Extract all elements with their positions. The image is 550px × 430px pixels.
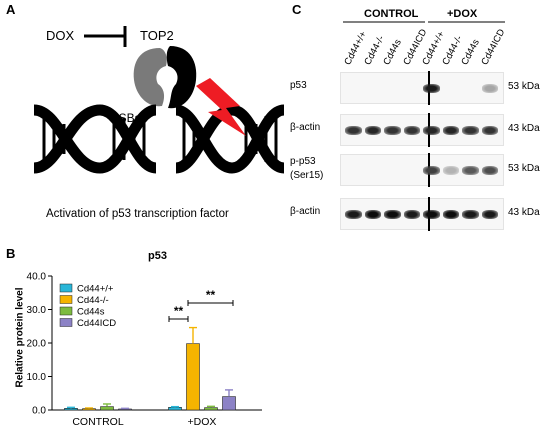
- blot-row-label: p-p53: [290, 156, 316, 167]
- blot-band: [403, 126, 420, 135]
- y-tick-label: 10.0: [27, 372, 47, 383]
- blot-band: [423, 210, 440, 219]
- chart-title: p53: [148, 250, 167, 262]
- y-tick-label: 20.0: [27, 339, 47, 350]
- significance-stars: **: [206, 288, 216, 302]
- top2-label: TOP2: [140, 28, 174, 43]
- significance-stars: **: [174, 304, 184, 318]
- blot-band: [384, 126, 401, 135]
- blot-band: [462, 166, 479, 175]
- blot-band: [481, 210, 498, 219]
- molecular-weight-label: 43 kDa: [508, 123, 540, 134]
- blot-strip: [340, 71, 504, 105]
- dna-right: [174, 104, 286, 174]
- blot-band: [442, 210, 459, 219]
- blot-band: [481, 166, 498, 175]
- group-dox-label: +DOX: [447, 8, 478, 20]
- blot-band: [481, 84, 498, 93]
- y-tick-label: 40.0: [27, 272, 47, 283]
- molecular-weight-label: 43 kDa: [508, 207, 540, 218]
- blot-band: [345, 126, 362, 135]
- blot-band: [442, 166, 459, 175]
- blot-band: [423, 166, 440, 175]
- panel-c-letter: C: [292, 2, 302, 17]
- blot-band: [442, 126, 459, 135]
- group-control-label: CONTROL: [364, 8, 419, 20]
- x-tick-label: CONTROL: [72, 416, 123, 428]
- blot-band: [364, 126, 381, 135]
- legend-label: Cd44+/+: [77, 284, 114, 295]
- legend-label: Cd44s: [77, 307, 105, 318]
- panel-a-caption: Activation of p53 transcription factor: [46, 208, 229, 220]
- blot-strip: [340, 197, 504, 231]
- lightning-bolt-icon: [196, 78, 246, 136]
- legend-swatch: [59, 283, 73, 293]
- blot-band: [364, 210, 381, 219]
- molecular-weight-label: 53 kDa: [508, 81, 540, 92]
- blot-band: [403, 210, 420, 219]
- dna-left: [32, 104, 158, 174]
- blot-row-label: β-actin: [290, 206, 321, 217]
- blot-band: [345, 210, 362, 219]
- legend-label: Cd44ICD: [77, 318, 116, 329]
- blot-band: [462, 210, 479, 219]
- blot-band: [423, 84, 440, 93]
- legend-swatch: [59, 318, 73, 327]
- dsbs-label: DSBs: [110, 111, 141, 125]
- blot-band: [384, 210, 401, 219]
- panel-a-letter: A: [6, 2, 16, 17]
- blot-row-label: β-actin: [290, 122, 321, 133]
- x-tick-label: +DOX: [188, 416, 217, 428]
- molecular-weight-label: 53 kDa: [508, 163, 540, 174]
- top2-right-lobe: [166, 46, 197, 109]
- blot-band: [462, 126, 479, 135]
- blot-strip: [340, 113, 504, 147]
- legend-swatch: [59, 306, 73, 316]
- blot-row-label: p53: [290, 80, 307, 91]
- legend-label: Cd44-/-: [77, 295, 109, 306]
- legend-swatch: [59, 295, 73, 304]
- blot-band: [481, 126, 498, 135]
- top2-left-lobe: [133, 48, 167, 107]
- y-tick-label: 30.0: [27, 305, 47, 316]
- y-tick-label: 0.0: [32, 406, 46, 417]
- panel-b-letter: B: [6, 246, 16, 261]
- blot-row-sublabel: (Ser15): [290, 170, 324, 181]
- blot-band: [423, 126, 440, 135]
- blot-strip: [340, 153, 504, 187]
- dox-label: DOX: [46, 28, 75, 43]
